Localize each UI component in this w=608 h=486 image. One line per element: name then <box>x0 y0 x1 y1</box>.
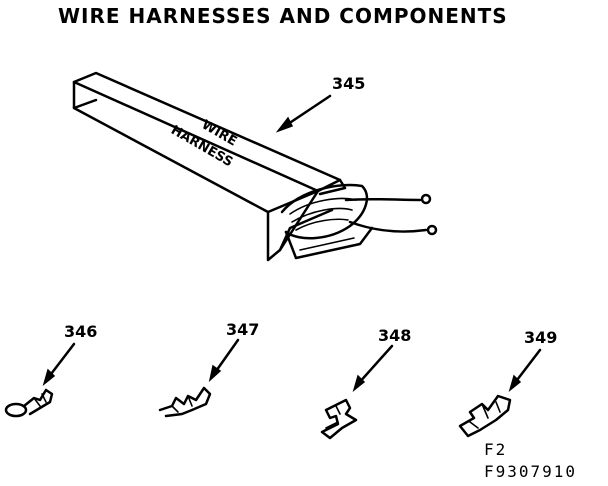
figure-code-line1: F2 <box>484 440 508 459</box>
callout-349: 349 <box>524 328 558 347</box>
callout-348: 348 <box>378 326 412 345</box>
terminal-348 <box>320 398 358 440</box>
callout-345: 345 <box>332 74 366 93</box>
diagram-title: WIRE HARNESSES AND COMPONENTS <box>58 4 508 28</box>
terminal-346 <box>4 388 54 418</box>
terminal-349 <box>458 394 512 438</box>
figure-code-line2: F9307910 <box>484 462 578 481</box>
callout-arrow-349 <box>508 348 542 393</box>
terminal-347 <box>158 386 212 418</box>
callout-arrow-348 <box>352 344 394 393</box>
callout-346: 346 <box>64 322 98 341</box>
callout-arrow-345 <box>275 94 332 133</box>
callout-347: 347 <box>226 320 260 339</box>
callout-arrow-347 <box>208 338 240 383</box>
callout-arrow-346 <box>42 342 76 387</box>
wire-harness-box: WIRE HARNESS <box>72 71 438 262</box>
